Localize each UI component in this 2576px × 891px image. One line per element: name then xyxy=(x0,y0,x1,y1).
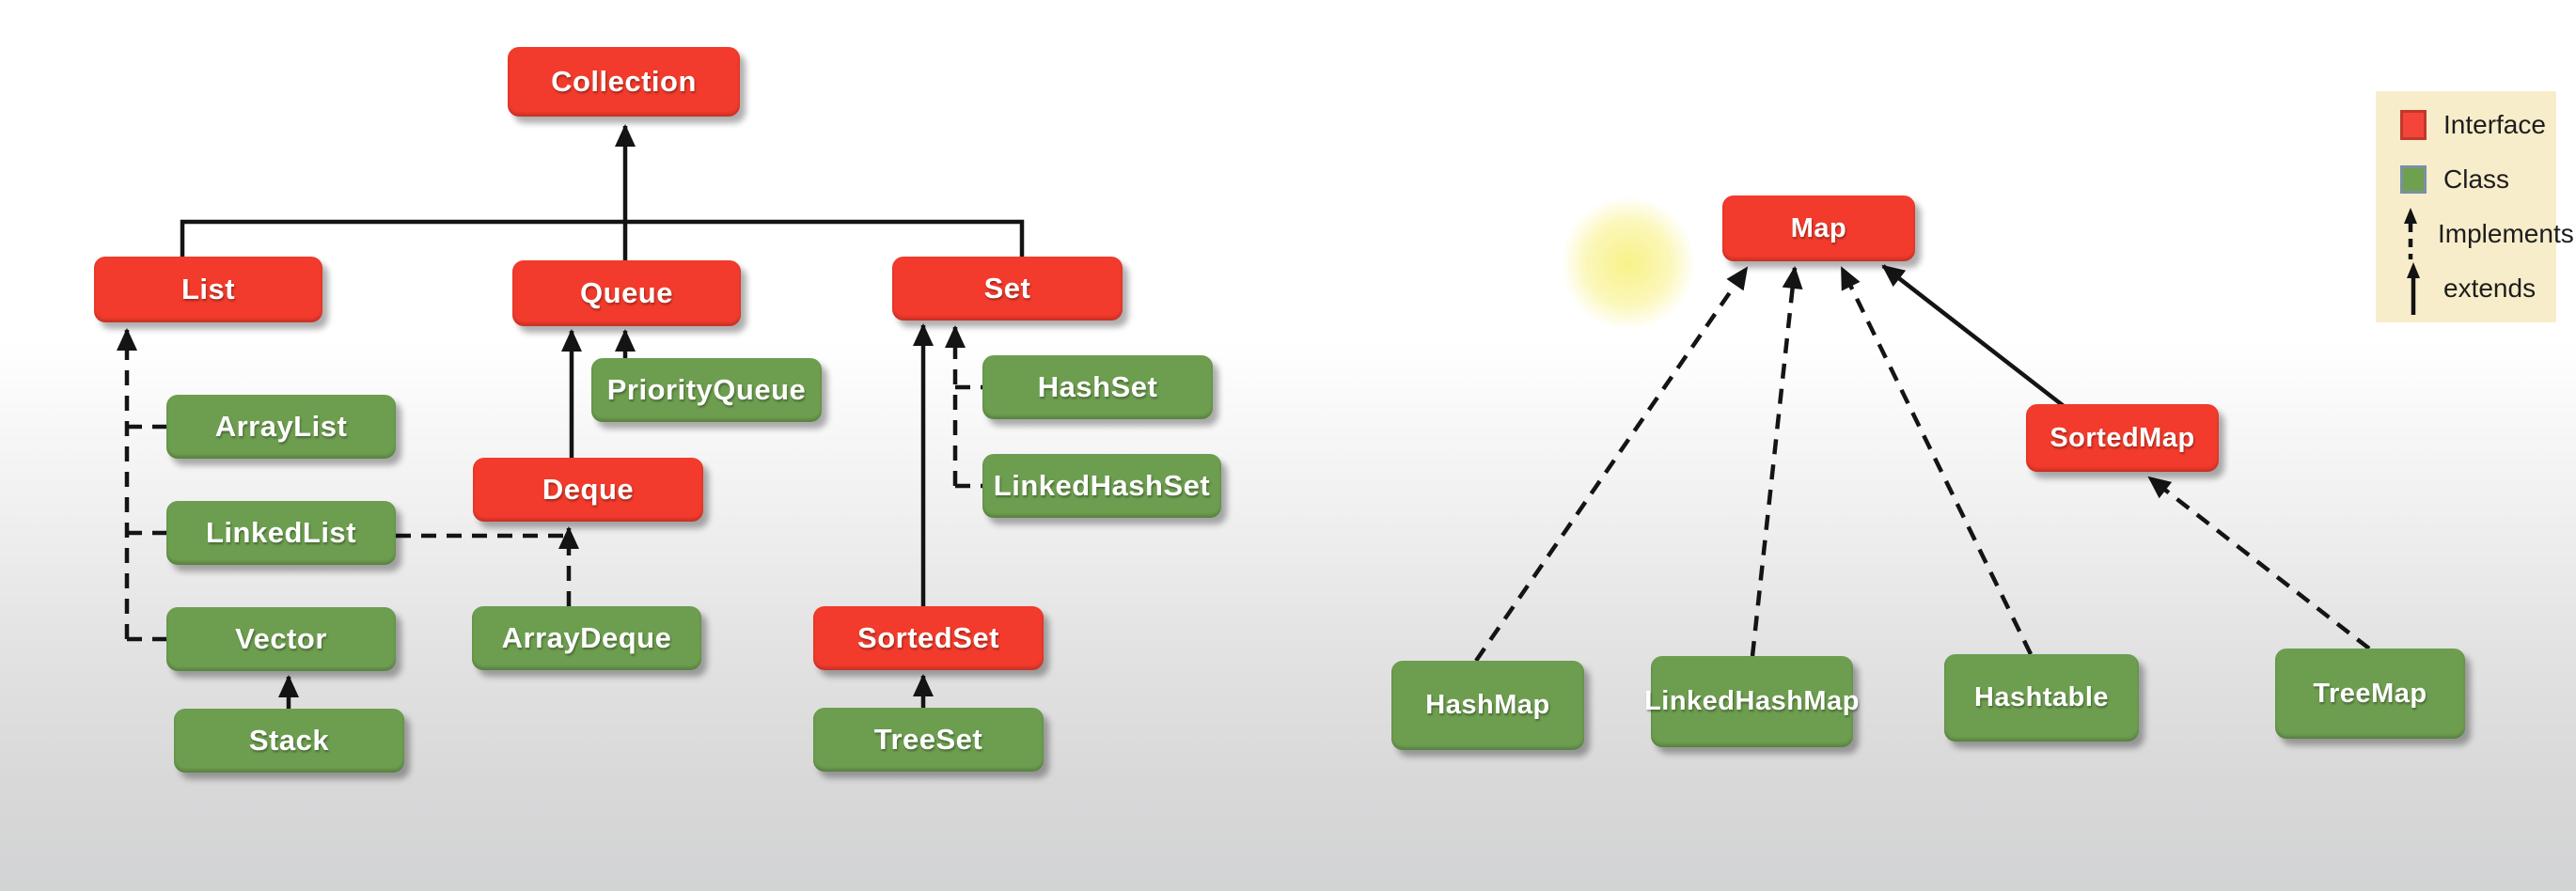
node-treeset: TreeSet xyxy=(813,708,1044,772)
node-hashtable: Hashtable xyxy=(1944,654,2139,742)
edge-hashmap-map xyxy=(1474,266,1749,663)
node-linkedlist: LinkedList xyxy=(166,501,396,565)
node-deque: Deque xyxy=(473,458,703,522)
class-swatch-icon xyxy=(2400,165,2427,194)
node-priorityqueue: PriorityQueue xyxy=(591,358,822,422)
edge-hashtable-map xyxy=(1839,266,2034,655)
legend-item-implements: Implements xyxy=(2400,207,2574,261)
edge-linkedhashmap-map xyxy=(1750,266,1803,657)
legend-label-implements: Implements xyxy=(2438,219,2574,248)
node-set: Set xyxy=(892,257,1123,320)
interface-swatch-icon xyxy=(2400,110,2427,140)
solid-arrow-icon xyxy=(2400,261,2427,316)
node-hashmap: HashMap xyxy=(1391,661,1584,750)
legend-label-class: Class xyxy=(2443,164,2510,194)
node-treemap: TreeMap xyxy=(2275,649,2465,739)
legend-item-interface: Interface xyxy=(2400,99,2556,151)
legend-item-class: Class xyxy=(2400,153,2556,206)
edges-implements xyxy=(117,266,2371,708)
node-map: Map xyxy=(1722,195,1915,261)
node-collection: Collection xyxy=(508,47,740,117)
edge-collection-bracket xyxy=(180,124,1025,260)
legend-item-extends: extends xyxy=(2400,262,2556,315)
node-hashset: HashSet xyxy=(982,355,1213,419)
node-linkedhashmap: LinkedHashMap xyxy=(1644,656,1859,747)
edge-sortedmap-map xyxy=(1881,264,2066,408)
highlight-glow xyxy=(1563,197,1694,329)
legend-label-interface: Interface xyxy=(2443,110,2546,139)
node-arraydeque: ArrayDeque xyxy=(472,606,701,670)
legend-panel: Interface Class Implements extends xyxy=(2376,91,2574,322)
node-list: List xyxy=(94,257,322,322)
node-stack: Stack xyxy=(174,709,404,773)
node-vector: Vector xyxy=(166,607,396,671)
node-sortedset: SortedSet xyxy=(813,606,1044,670)
edge-treemap-sortedmap xyxy=(2147,476,2371,650)
edges-extends xyxy=(278,264,2066,709)
legend-label-extends: extends xyxy=(2443,274,2537,303)
node-linkedhashset: LinkedHashSet xyxy=(982,454,1221,518)
dashed-arrow-icon xyxy=(2400,207,2421,261)
node-sortedmap: SortedMap xyxy=(2026,404,2219,472)
node-arraylist: ArrayList xyxy=(166,395,396,459)
node-queue: Queue xyxy=(512,260,741,326)
